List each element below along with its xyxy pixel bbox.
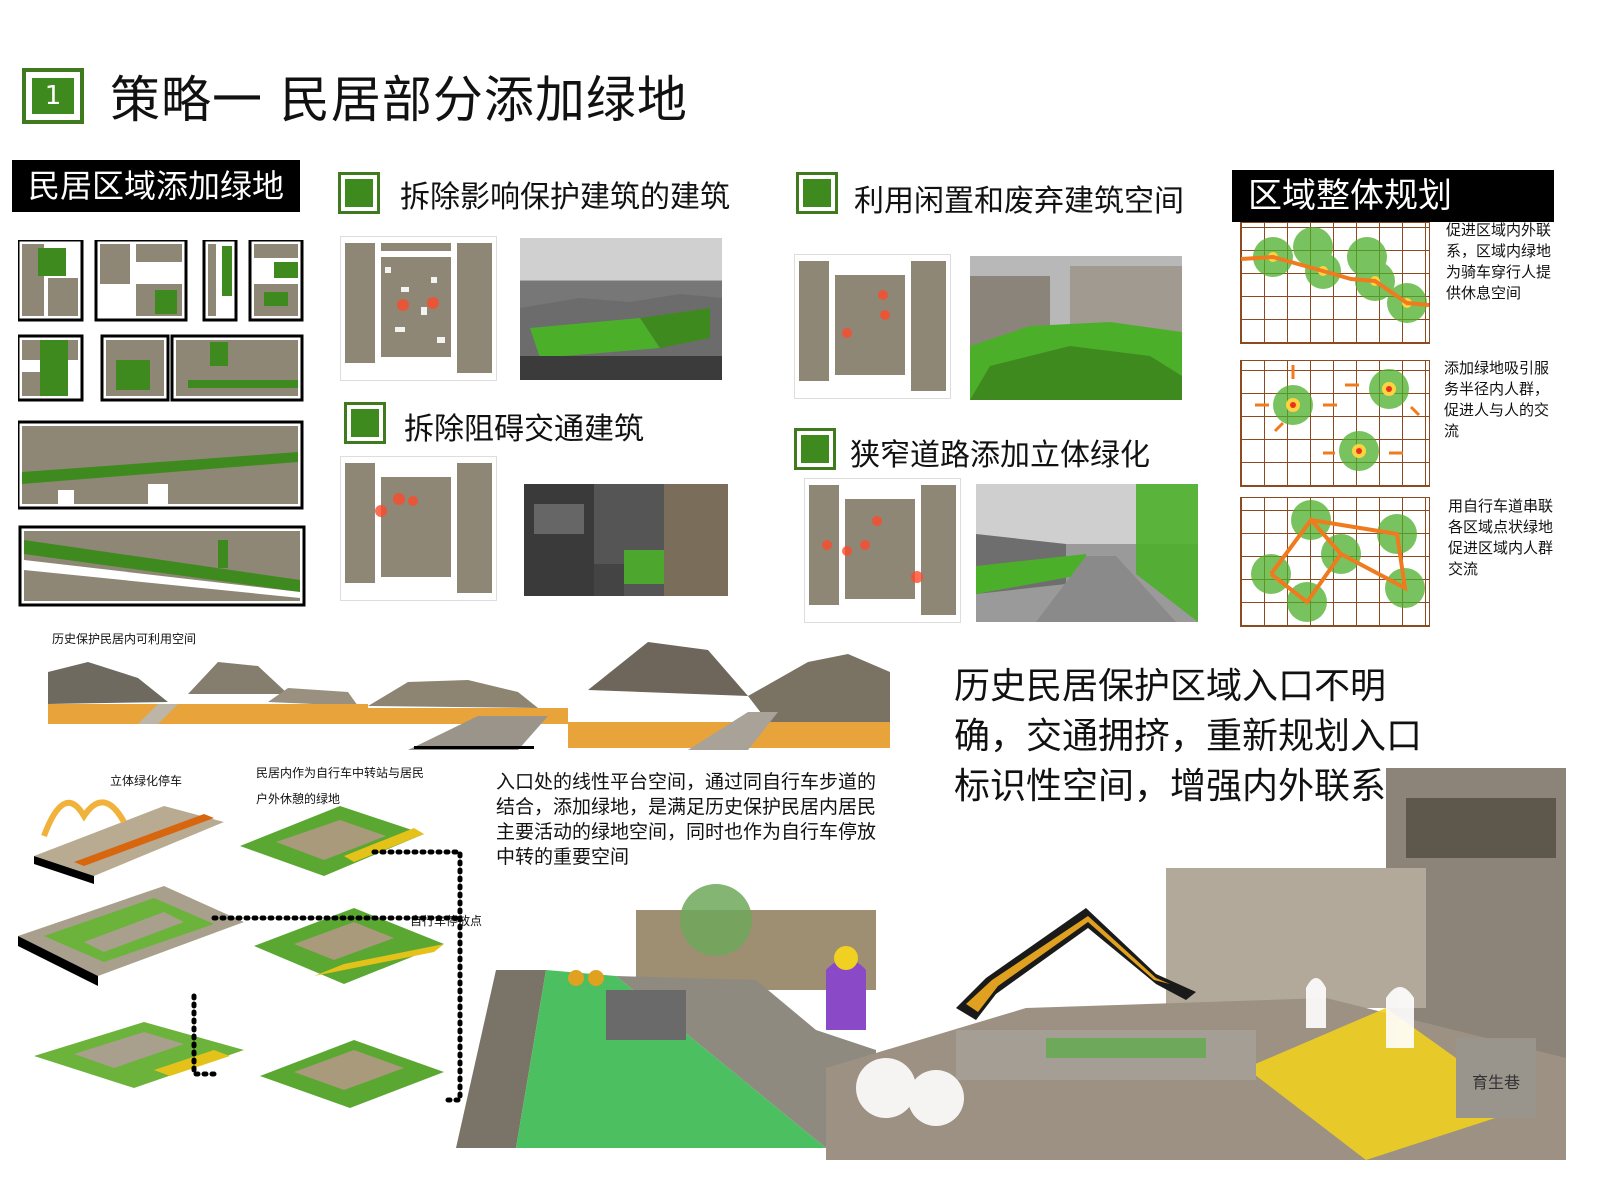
photo-demolish-traffic [524,484,728,596]
header-reuse-idle: 利用闲置和废弃建筑空间 [854,184,1184,219]
header-residential-green: 民居区域添加绿地 [12,160,301,212]
planning-diagram-2 [1240,360,1430,487]
section-number-badge: 1 [22,68,84,124]
header-demolish-protect: 拆除影响保护建筑的建筑 [400,180,730,215]
planning-note-3: 用自行车道串联各区域点状绿地促进区域内人群交流 [1448,497,1554,578]
street-panorama [48,632,890,750]
photo-demolish-protect [520,238,722,380]
site-map-2 [340,456,497,601]
green-square-icon [338,172,380,214]
page-title: 策略一 民居部分添加绿地 [110,71,688,129]
header-narrow-road: 狭窄道路添加立体绿化 [850,438,1150,473]
residential-thumbnails-drawing [16,238,306,607]
entrance-render: 育生巷 [826,768,1566,1160]
green-square-icon [796,172,838,214]
header-demolish-traffic: 拆除阻碍交通建筑 [404,412,644,447]
bike-path-render [456,880,876,1148]
planning-note-2: 添加绿地吸引服务半径内人群，促进人与人的交流 [1444,359,1550,440]
green-square-icon [794,428,836,470]
label-transfer-2: 户外休憩的绿地 [256,792,341,806]
platform-description: 入口处的线性平台空间，通过同自行车步道的结合，添加绿地，是满足历史保护民居内居民… [496,771,877,868]
planning-diagram-1 [1240,222,1430,344]
label-usable-space: 历史保护民居内可利用空间 [52,632,197,646]
site-map-3 [794,254,951,399]
entrance-description: 历史民居保护区域入口不明确，交通拥挤，重新规划入口标识性空间，增强内外联系 [954,666,1423,807]
site-map-4 [804,478,961,623]
site-map-1 [340,236,497,381]
stone-inscription: 育生巷 [1472,1073,1520,1092]
green-square-icon [344,402,386,444]
planning-note-1: 促进区域内外联系，区域内绿地为骑车穿行人提供休息空间 [1446,221,1552,302]
planning-diagram-3 [1240,497,1430,627]
section-number: 1 [32,78,74,114]
photo-narrow-road [976,484,1198,622]
isometric-diagrams [14,776,494,1116]
label-transfer-1: 民居内作为自行车中转站与居民 [256,766,425,780]
photo-reuse-idle [970,256,1182,400]
residential-thumbnails [16,238,308,615]
header-overall-planning: 区域整体规划 [1232,170,1554,222]
label-vertical-parking: 立体绿化停车 [110,774,183,788]
